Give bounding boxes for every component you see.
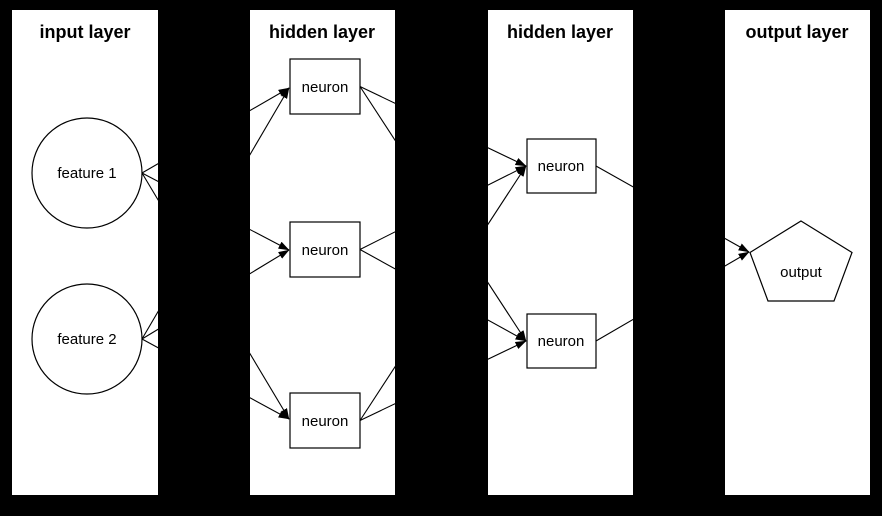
edge-h1n1-h2n2 [359, 86, 527, 342]
edge-feature2-h1n2 [141, 249, 290, 340]
node-hidden1-neuron3 [289, 392, 361, 449]
edge-feature2-h1n1 [141, 87, 290, 340]
node-hidden2-neuron1-label: neuron [538, 158, 585, 175]
edge-feature1-h1n1 [141, 87, 290, 174]
edge-feature1-h1n2 [141, 172, 290, 251]
edge-h1n2-h2n1 [359, 165, 527, 250]
edge-h1n3-h2n1 [359, 165, 527, 421]
node-hidden1-neuron1 [289, 58, 361, 115]
node-hidden2-neuron2 [526, 313, 597, 369]
layer-titles: input layer hidden layer hidden layer ou… [39, 22, 848, 42]
node-labels: feature 1 feature 2 neuron neuron neuron… [57, 79, 822, 430]
panel-input-layer [12, 10, 158, 495]
node-hidden2-neuron1 [526, 138, 597, 194]
node-hidden1-neuron1-label: neuron [302, 79, 349, 96]
node-feature-1 [31, 117, 143, 229]
node-output-label: output [780, 264, 823, 281]
node-hidden2-neuron2-label: neuron [538, 333, 585, 350]
node-output [749, 220, 853, 302]
edge-h1n2-h2n2 [359, 249, 527, 342]
edge-h2n1-output [595, 165, 750, 253]
edge-h1n1-h2n1 [359, 86, 527, 167]
node-hidden1-neuron3-label: neuron [302, 413, 349, 430]
nodes [31, 58, 853, 449]
output-layer-title: output layer [745, 22, 848, 42]
node-feature-2-label: feature 2 [57, 331, 116, 348]
input-layer-title: input layer [39, 22, 130, 42]
edge-feature1-h1n3 [141, 172, 290, 420]
node-hidden1-neuron2-label: neuron [302, 242, 349, 259]
node-feature-1-label: feature 1 [57, 165, 116, 182]
edge-h2n2-output [595, 251, 750, 342]
edge-h1n3-h2n2 [359, 340, 527, 421]
hidden-layer-1-title: hidden layer [269, 22, 375, 42]
hidden-layer-2-title: hidden layer [507, 22, 613, 42]
panel-hidden-layer-2 [488, 10, 633, 495]
node-feature-2 [31, 283, 143, 395]
edges [141, 86, 750, 421]
node-hidden1-neuron2 [289, 221, 361, 278]
edge-feature2-h1n3 [141, 338, 290, 420]
